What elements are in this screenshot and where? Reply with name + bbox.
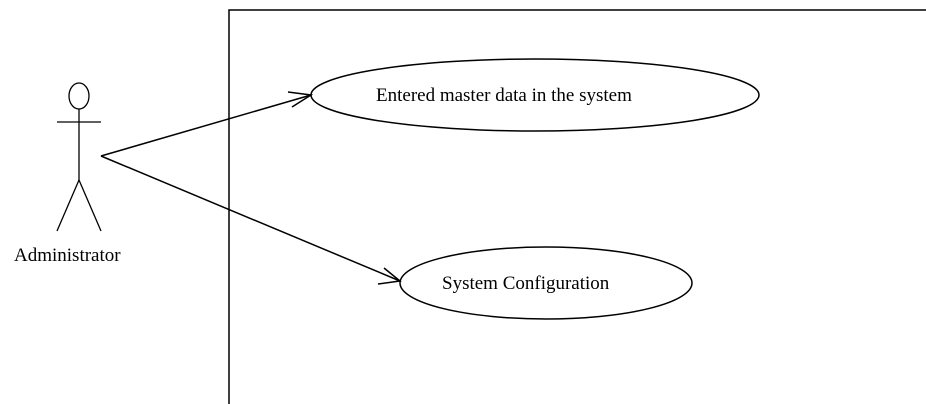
use-case-2-ellipse: [399, 246, 693, 320]
association-2: [100, 155, 402, 285]
actor-left-leg: [56, 179, 80, 232]
actor-figure: [56, 82, 102, 232]
actor-label: Administrator: [14, 245, 121, 266]
actor-right-leg: [78, 179, 102, 232]
association-2-arrowhead: [377, 267, 402, 285]
actor-head: [68, 82, 90, 110]
use-case-1-label: Entered master data in the system: [376, 85, 632, 106]
association-1: [100, 91, 314, 157]
system-boundary: [228, 9, 926, 404]
use-case-2-label: System Configuration: [442, 273, 610, 294]
association-1-arrowhead: [287, 91, 314, 108]
